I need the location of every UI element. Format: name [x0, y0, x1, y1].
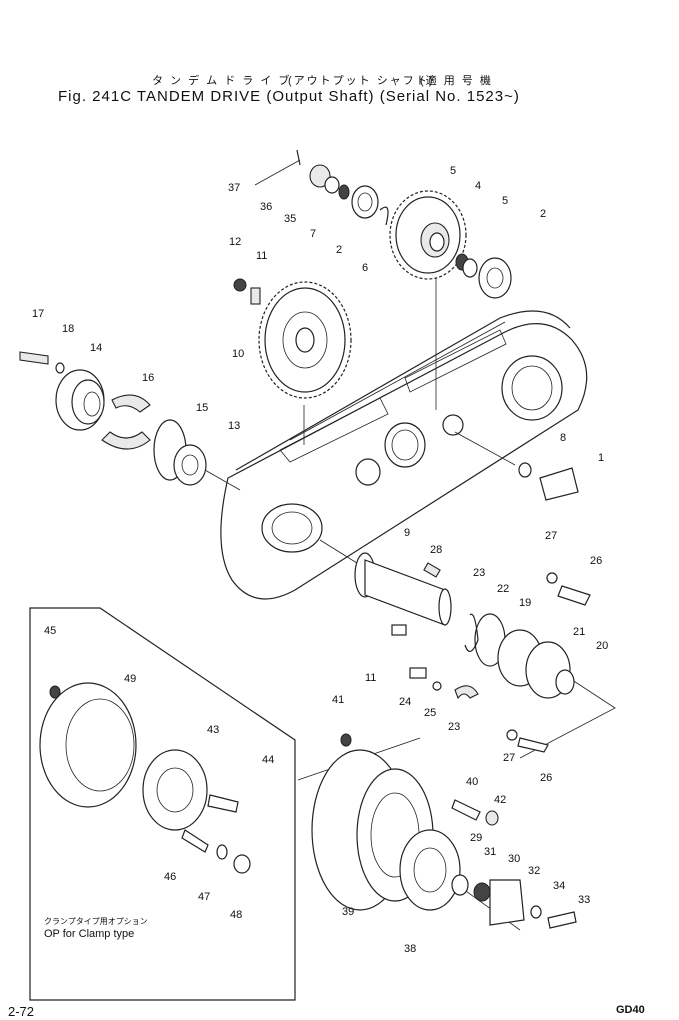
clamp-type-inset [29, 607, 296, 1001]
callout-part: 9 [404, 527, 411, 539]
callout-part: 25 [424, 707, 437, 719]
callout-part: 14 [90, 342, 103, 354]
callout-part: 23 [473, 567, 486, 579]
title-japanese: タ ン デ ム ド ラ イ ブ [152, 75, 292, 87]
callout-part: 45 [44, 625, 57, 637]
callout-part: 27 [503, 752, 516, 764]
inset-note: OP for Clamp type [44, 928, 135, 940]
callout-part: 44 [262, 754, 275, 766]
left-cover-group [19, 351, 207, 486]
callout-part: 12 [229, 236, 242, 248]
callout-part: 28 [430, 544, 443, 556]
callout-part: 46 [164, 871, 177, 883]
callout-part: 36 [260, 201, 273, 213]
callout-part: 32 [528, 865, 541, 877]
callout-part: 47 [198, 891, 211, 903]
callout-part: 26 [540, 772, 553, 784]
top-bearing-group [296, 149, 389, 226]
tandem-case [220, 310, 588, 600]
subtitle-japanese: (アウトプット シャフト) [288, 75, 435, 87]
gear-9 [258, 281, 352, 399]
callout-part: 20 [596, 640, 609, 652]
callout-part: 2 [540, 208, 547, 220]
callout-part: 6 [362, 262, 369, 274]
callout-part: 26 [590, 555, 603, 567]
callout-part: 49 [124, 673, 137, 685]
page-title: Fig. 241C TANDEM DRIVE (Output Shaft) (S… [58, 88, 520, 105]
callout-part: 10 [232, 348, 245, 360]
callout-part: 18 [62, 323, 75, 335]
flange-group [409, 572, 591, 753]
callout-part: 5 [450, 165, 457, 177]
callout-part: 13 [228, 420, 241, 432]
callout-part: 22 [497, 583, 510, 595]
callout-part: 24 [399, 696, 412, 708]
drum-39 [311, 733, 577, 929]
callout-part: 41 [332, 694, 345, 706]
shaft-1 [518, 462, 579, 501]
tab-washer-10 [250, 287, 261, 305]
callout-part: 33 [578, 894, 591, 906]
nut-12 [233, 278, 247, 292]
callout-part: 1 [598, 452, 605, 464]
callout-part: 8 [560, 432, 567, 444]
model-code: GD40 [616, 1004, 645, 1016]
callout-part: 11 [256, 250, 268, 262]
callout-part: 15 [196, 402, 209, 414]
serial-japanese: (適 用 号 機 [420, 75, 493, 87]
callout-part: 42 [494, 794, 507, 806]
callout-part: 37 [228, 182, 241, 194]
callout-part: 23 [448, 721, 461, 733]
callout-part: 2 [336, 244, 343, 256]
callout-part: 4 [475, 180, 482, 192]
callout-part: 17 [32, 308, 45, 320]
callout-part: 16 [142, 372, 155, 384]
callout-part: 21 [573, 626, 586, 638]
bearing-right [455, 253, 512, 299]
callout-part: 34 [553, 880, 566, 892]
callout-part: 30 [508, 853, 521, 865]
output-shaft-8 [354, 552, 452, 636]
gear-4 [389, 190, 467, 280]
callout-part: 40 [466, 776, 479, 788]
callout-part: 27 [545, 530, 558, 542]
callout-part: 5 [502, 195, 509, 207]
callout-part: 19 [519, 597, 532, 609]
inset-note-japanese: クランプタイプ用オプション [44, 917, 148, 926]
callout-part: 38 [404, 943, 417, 955]
callout-part: 29 [470, 832, 483, 844]
callout-part: 39 [342, 906, 355, 918]
page-number: 2-72 [8, 1004, 35, 1019]
callout-part: 11 [365, 672, 377, 684]
callout-part: 48 [230, 909, 243, 921]
callout-part: 35 [284, 213, 297, 225]
callout-part: 31 [484, 846, 497, 858]
callout-part: 43 [207, 724, 220, 736]
callout-part: 7 [310, 228, 317, 240]
